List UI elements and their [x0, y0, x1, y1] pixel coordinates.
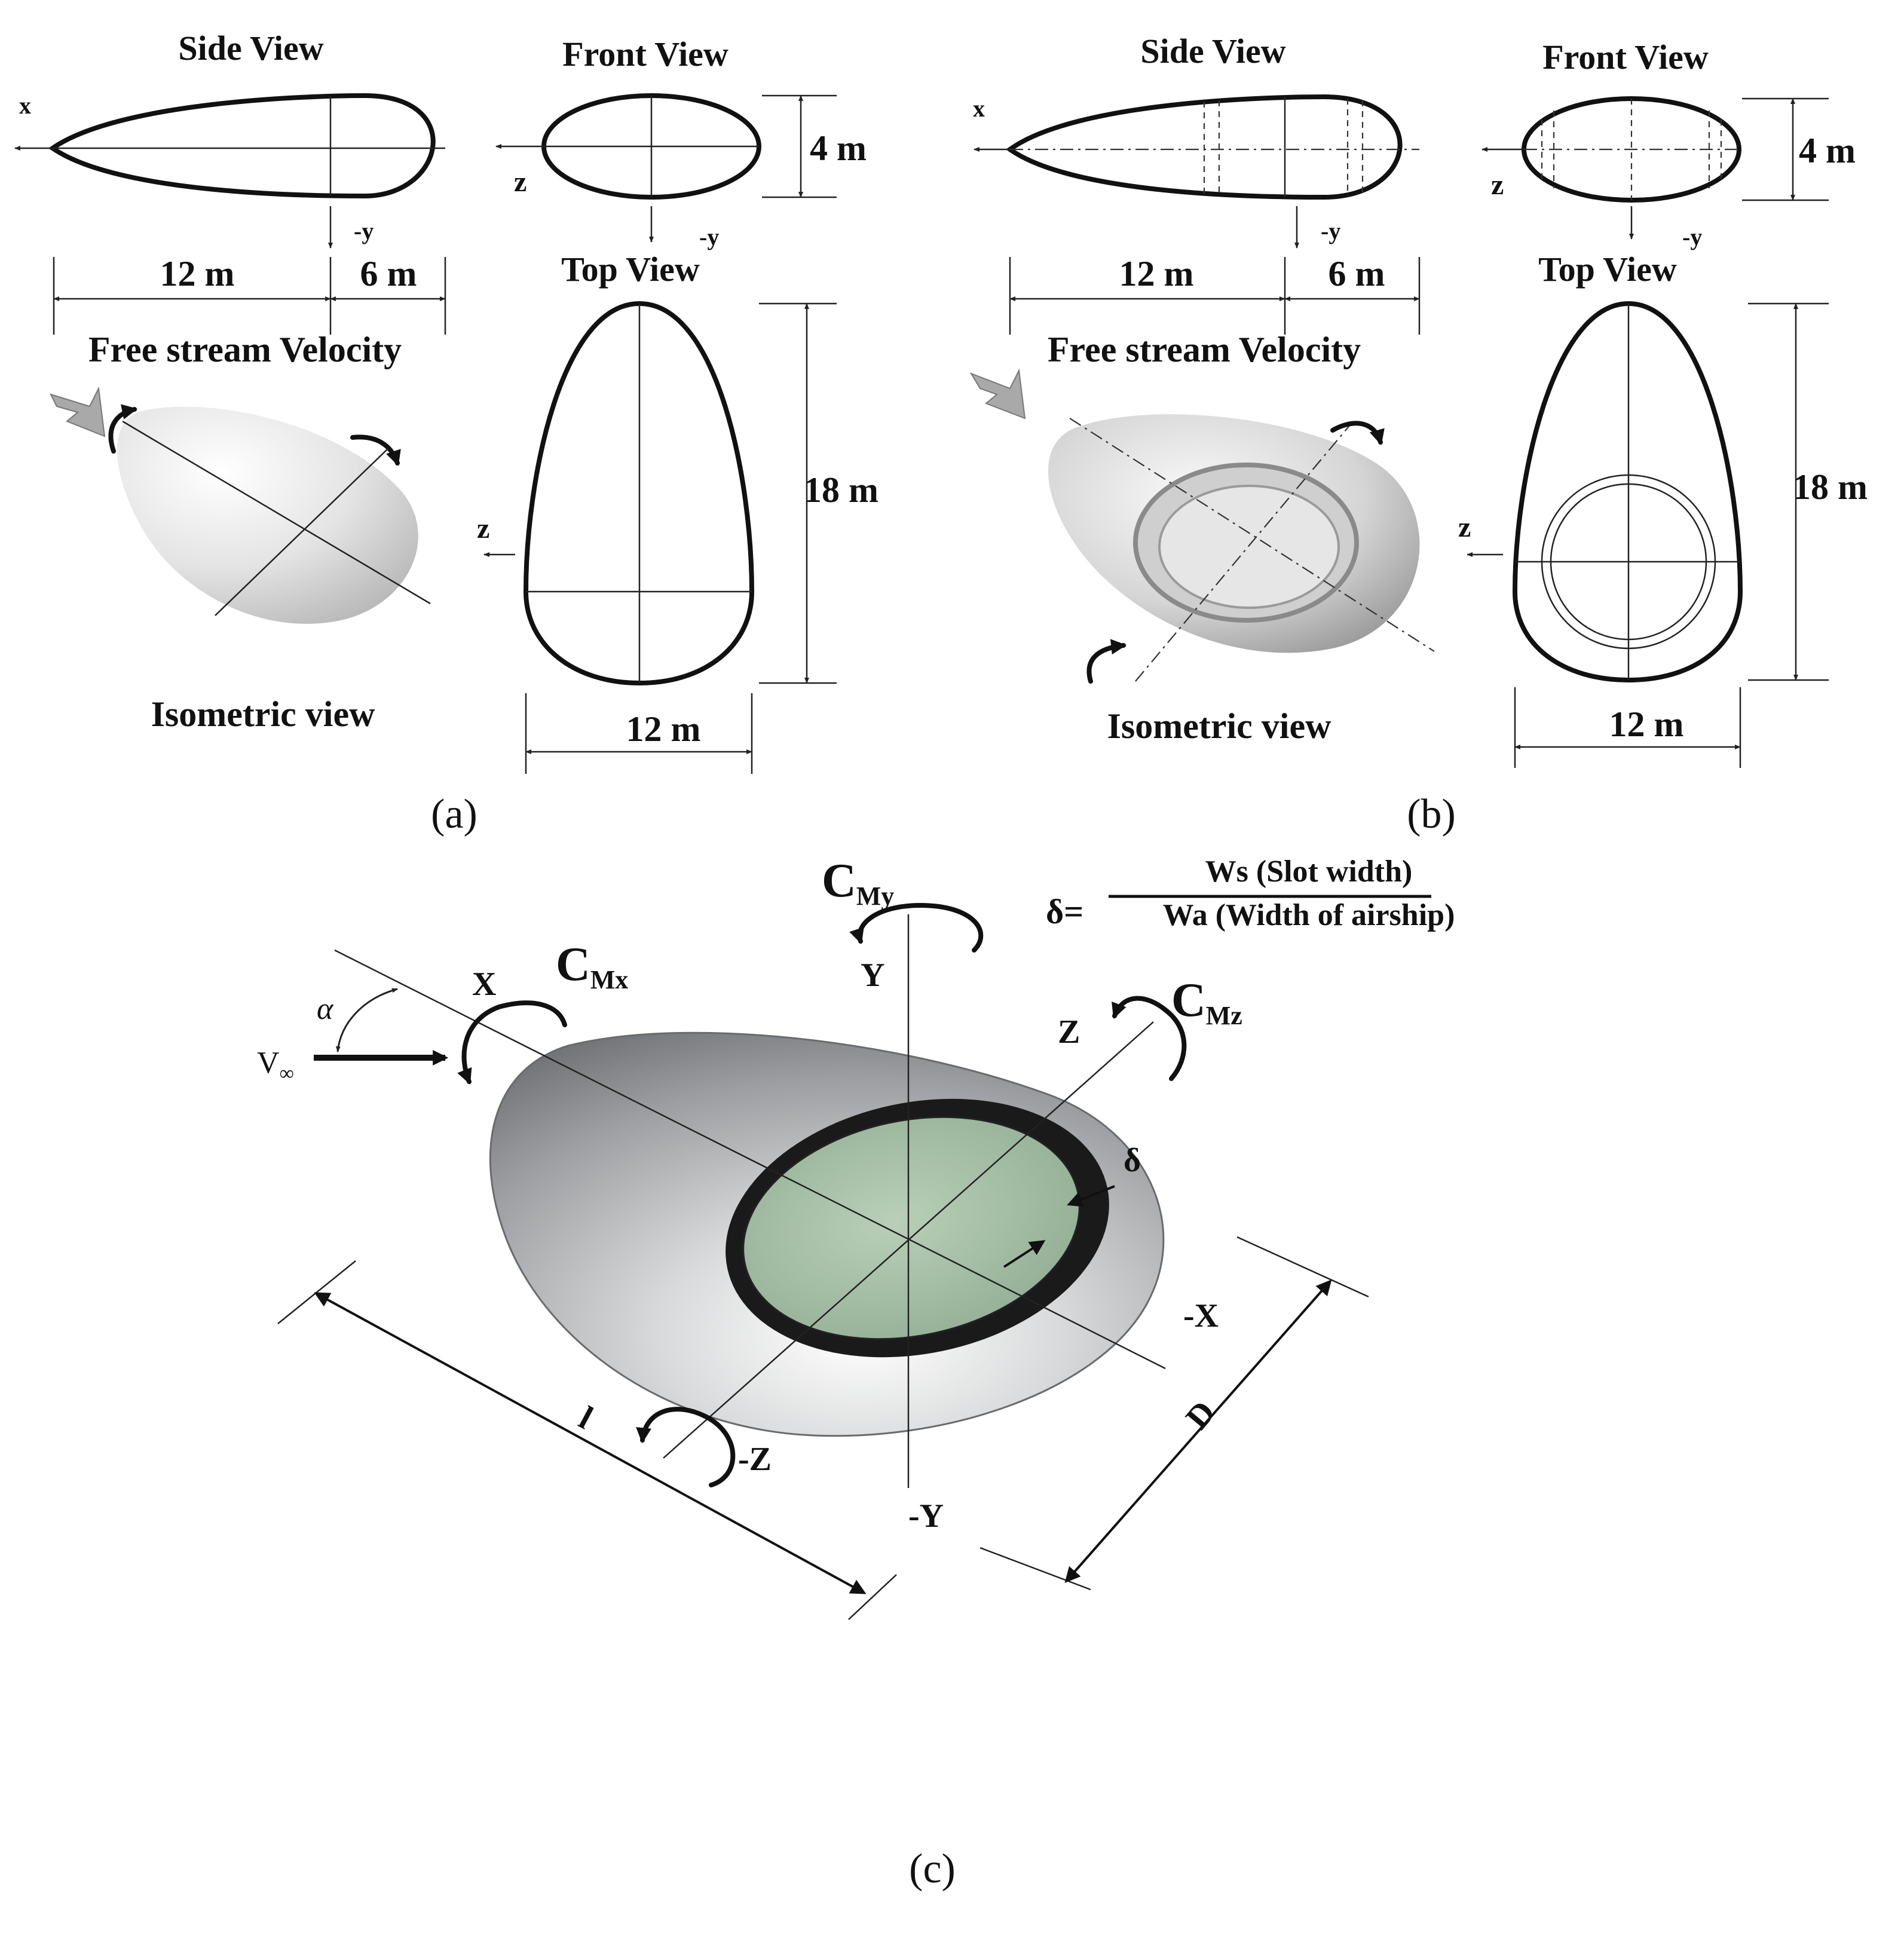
- isometric-axis: [122, 420, 431, 605]
- isometric-label: Isometric view: [1107, 706, 1332, 746]
- top-view-outline: [1512, 301, 1743, 683]
- dim-ext: [979, 1547, 1091, 1591]
- moment-z-arrow-icon: [1112, 996, 1187, 1081]
- length-dimension: [314, 1292, 867, 1594]
- front-view-title: Front View: [1542, 38, 1709, 76]
- side-view-outline: [48, 93, 436, 199]
- dim-ext: [848, 1574, 897, 1620]
- rotation-arrow-icon: [350, 434, 401, 466]
- isometric-hull: [117, 406, 418, 624]
- side-view-title: Side View: [1140, 32, 1285, 71]
- delta-label: δ: [1124, 1142, 1141, 1179]
- panel-a: Side View x -y 12 m 6 m Free stream Velo…: [14, 29, 878, 837]
- length-label: l: [573, 1400, 599, 1437]
- axis-z-label: z: [1458, 512, 1471, 543]
- isometric-slot-disk: [1158, 485, 1340, 609]
- diameter-dimension: [1064, 1279, 1332, 1583]
- axis-x-line: [334, 949, 1166, 1370]
- free-stream-label: Free stream Velocity: [1048, 330, 1361, 369]
- axis-z-label: Z: [1058, 1014, 1080, 1051]
- axis-z-label: z: [1491, 169, 1504, 201]
- top-view-slot-outer: [1541, 474, 1716, 650]
- panel-b: Side View x -y 12 m 6 m Free stream Velo…: [969, 32, 1868, 837]
- cmx-label: CMx: [556, 938, 628, 994]
- dim-ext: [1236, 1236, 1369, 1298]
- rotation-arrow-icon: [108, 404, 138, 454]
- dim-12m-label: 12 m: [1609, 705, 1684, 744]
- axis-neg-z-label: -Z: [738, 1441, 772, 1478]
- axis-neg-y-label: -Y: [908, 1498, 944, 1535]
- moment-x-arrow-icon: [457, 1000, 567, 1085]
- diameter-label: D: [1178, 1394, 1222, 1437]
- delta-arrow-outer: [1067, 1185, 1115, 1207]
- axis-x-label: X: [472, 966, 496, 1003]
- formula-denominator: Wa (Width of airship): [1163, 898, 1455, 932]
- axis-neg-y-label: -y: [354, 218, 374, 244]
- delta-formula-prefix: δ=: [1046, 892, 1083, 931]
- alpha-label: α: [317, 992, 334, 1026]
- front-view-title: Front View: [562, 35, 728, 74]
- isometric-axis: [1069, 418, 1435, 652]
- top-view-slot-inner: [1550, 483, 1707, 641]
- dim-4m-label: 4 m: [810, 128, 867, 168]
- axis-x-label: x: [973, 95, 985, 122]
- dim-6m-label: 6 m: [1328, 254, 1385, 293]
- axis-x-label: x: [19, 92, 31, 119]
- moment-y-arrow-icon: [849, 902, 984, 953]
- cmz-label: CMz: [1171, 974, 1242, 1030]
- free-stream-label: Free stream Velocity: [88, 330, 402, 369]
- isometric-axis: [215, 448, 389, 616]
- dim-18m-label: 18 m: [804, 470, 878, 510]
- axis-neg-y-label: -y: [1321, 218, 1340, 244]
- caption-b: (b): [1407, 791, 1456, 837]
- side-view-title: Side View: [178, 29, 323, 68]
- dim-12m-label: 12 m: [626, 709, 701, 749]
- dim-12m-label: 12 m: [160, 254, 235, 293]
- axis-neg-x-label: -X: [1183, 1297, 1219, 1334]
- dim-ext: [277, 1260, 356, 1324]
- dim-18m-label: 18 m: [1793, 467, 1868, 507]
- dim-12m-label: 12 m: [1119, 254, 1194, 293]
- top-view-title: Top View: [1538, 250, 1677, 289]
- axis-y-label: Y: [861, 957, 884, 994]
- side-view-outline: [1006, 94, 1403, 200]
- axis-neg-y-label: -y: [699, 223, 719, 250]
- free-stream-arrow-icon: [50, 386, 106, 437]
- free-stream-arrow-icon: [969, 368, 1026, 420]
- axis-neg-y-label: -y: [1682, 223, 1702, 250]
- delta-arrow-inner: [1003, 1240, 1046, 1268]
- caption-a: (a): [431, 791, 477, 837]
- v-inf-label: V∞: [257, 1046, 294, 1085]
- isometric-axis: [1135, 424, 1351, 682]
- top-view-title: Top View: [561, 250, 700, 289]
- axis-z-label: z: [477, 513, 489, 544]
- alpha-angle-arc: [335, 988, 398, 1052]
- axis-z-label: z: [514, 166, 526, 198]
- rotation-arrow-icon: [1330, 421, 1385, 445]
- rotation-arrow-icon: [1086, 639, 1127, 684]
- panel-c: δ= Ws (Slot width) Wa (Width of airship)…: [257, 855, 1455, 1892]
- isometric-label: Isometric view: [151, 694, 376, 734]
- caption-c: (c): [909, 1846, 956, 1892]
- formula-numerator: Ws (Slot width): [1205, 855, 1413, 889]
- dim-6m-label: 6 m: [360, 254, 417, 293]
- cmy-label: CMy: [822, 855, 894, 911]
- dim-4m-label: 4 m: [1799, 131, 1856, 170]
